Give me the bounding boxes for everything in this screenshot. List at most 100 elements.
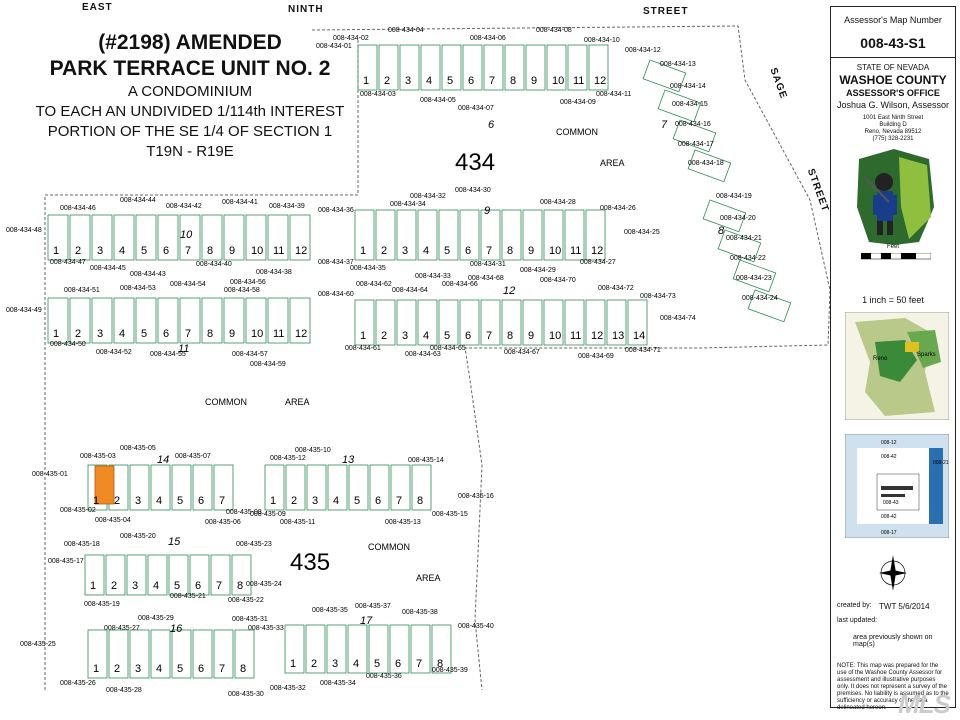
unit-number: 6: [198, 663, 204, 675]
parcel-008-434-07: 008-434-07: [458, 105, 494, 112]
lot-outline: [438, 209, 459, 261]
lot-outline: [135, 214, 157, 261]
lot-outline: [459, 209, 480, 261]
unit-number: 10: [549, 330, 561, 342]
area-434-a: AREA: [600, 158, 625, 168]
unit-number: 8: [207, 328, 213, 340]
unit-number: 10: [251, 245, 263, 257]
parcel-008-434-70: 008-434-70: [540, 277, 576, 284]
lot-rows: [47, 44, 792, 679]
unit-number: 9: [528, 330, 534, 342]
unit-number: 7: [486, 245, 492, 257]
unit-number: 4: [333, 495, 339, 507]
lot-outline: [564, 299, 585, 346]
created-by-label: created by:: [837, 602, 872, 609]
parcel-008-435-20: 008-435-20: [120, 533, 156, 540]
title-line3: A CONDOMINIUM: [127, 83, 253, 100]
common-434-a: COMMON: [556, 127, 598, 137]
parcel-008-435-25: 008-435-25: [20, 641, 56, 648]
parcel-008-434-42: 008-434-42: [166, 203, 202, 210]
parcel-008-434-54: 008-434-54: [170, 281, 206, 288]
unit-number: 2: [114, 495, 120, 507]
unit-number: 12: [591, 245, 603, 257]
lot-outline: [411, 464, 432, 511]
unit-number: 7: [185, 328, 191, 340]
unit-number: 9: [528, 245, 534, 257]
parcel-008-434-35: 008-434-35: [350, 265, 386, 272]
lot-outline: [396, 299, 417, 346]
lot-outline: [657, 89, 702, 123]
lot-outline: [147, 554, 168, 596]
lot-outline: [348, 464, 369, 511]
unit-number: 11: [273, 245, 284, 257]
parcel-008-435-16: 008-435-16: [458, 493, 494, 500]
parcel-008-434-51: 008-434-51: [64, 287, 100, 294]
lot-outline: [305, 624, 326, 674]
lot-outline: [284, 624, 305, 674]
feet-label: Feet: [886, 244, 899, 250]
county-name: WASHOE COUNTY: [839, 73, 947, 87]
building-10: 10: [180, 229, 193, 241]
unit-number: 14: [633, 330, 645, 342]
unit-number: 6: [465, 330, 471, 342]
parcel-008-434-41: 008-434-41: [222, 199, 258, 206]
building-16: 16: [170, 623, 183, 635]
assessor-name: Joshua G. Wilson, Assessor: [836, 100, 950, 110]
lot-outline: [747, 289, 792, 323]
unit-number: 1: [53, 328, 59, 340]
unit-number: 5: [354, 495, 360, 507]
lot-outline: [326, 624, 347, 674]
lot-outline: [564, 209, 585, 261]
block-434: 434: [455, 149, 495, 176]
lot-outline: [289, 297, 311, 344]
unit-number: 6: [198, 495, 204, 507]
parcel-008-434-59: 008-434-59: [250, 361, 286, 368]
lot-outline: [627, 299, 648, 346]
parcel-008-435-22: 008-435-22: [228, 597, 264, 604]
lot-outline: [543, 299, 564, 346]
parcel-008-434-12: 008-434-12: [625, 47, 661, 54]
adj-008-17: 008-17: [881, 530, 897, 536]
unit-number: 4: [153, 580, 159, 592]
parcel-008-434-72: 008-434-72: [598, 285, 634, 292]
lot-outline: [417, 299, 438, 346]
parcel-008-435-21: 008-435-21: [170, 593, 206, 600]
parcel-008-434-74: 008-434-74: [660, 315, 696, 322]
parcel-008-435-40: 008-435-40: [458, 623, 494, 630]
lot-outline: [171, 629, 192, 679]
mls-watermark: MLS: [898, 689, 951, 719]
unit-number: 10: [549, 245, 561, 257]
parcel-008-434-48: 008-434-48: [6, 227, 42, 234]
lot-outline: [306, 464, 327, 511]
lot-outline: [459, 299, 480, 346]
parcel-008-435-07: 008-435-07: [175, 453, 211, 460]
adj-008-12: 008-12: [881, 440, 897, 446]
parcel-008-434-37: 008-434-37: [318, 259, 354, 266]
parcel-008-434-57: 008-434-57: [232, 351, 268, 358]
parcel-008-435-38: 008-435-38: [402, 609, 438, 616]
building-6: 6: [488, 119, 495, 131]
parcel-008-435-04: 008-435-04: [95, 517, 131, 524]
phone: (775) 328-2231: [872, 136, 914, 142]
parcel-008-435-06: 008-435-06: [205, 519, 241, 526]
unit-number: 4: [119, 328, 125, 340]
parcel-008-434-24: 008-434-24: [742, 295, 778, 302]
unit-number: 6: [195, 580, 201, 592]
scale-label: 1 inch = 50 feet: [862, 295, 924, 305]
lot-outline: [87, 629, 108, 679]
lot-outline: [525, 44, 546, 91]
unit-number: 10: [552, 75, 564, 87]
lot-outline: [150, 464, 171, 511]
parcel-008-435-35: 008-435-35: [312, 607, 348, 614]
unit-number: 11: [570, 245, 581, 257]
unit-number: 1: [53, 245, 59, 257]
office-name: ASSESSOR'S OFFICE: [846, 88, 940, 98]
lot-outline: [389, 624, 410, 674]
parcel-008-434-03: 008-434-03: [360, 91, 396, 98]
lot-outline: [179, 297, 201, 344]
parcel-008-434-20: 008-434-20: [720, 215, 756, 222]
unit-number: 7: [396, 495, 402, 507]
parcel-008-434-61: 008-434-61: [345, 345, 381, 352]
lot-outline: [375, 299, 396, 346]
lot-outline: [285, 464, 306, 511]
